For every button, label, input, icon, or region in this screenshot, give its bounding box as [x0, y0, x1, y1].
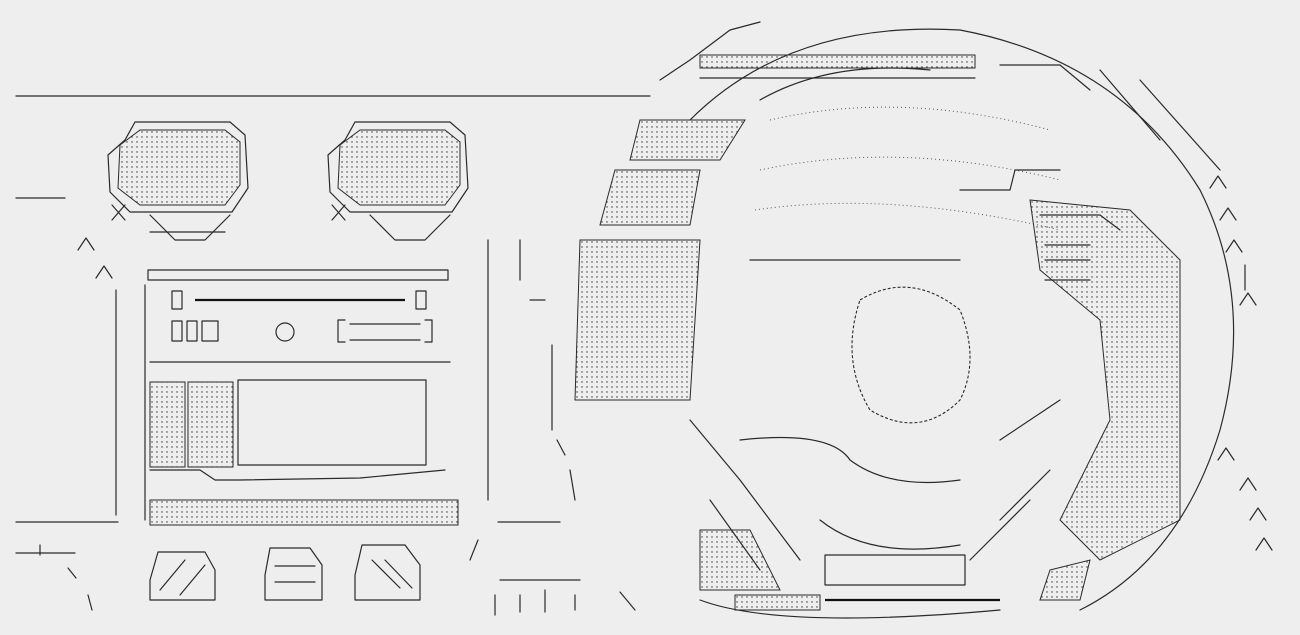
- wheel-hub: [851, 286, 971, 424]
- left-caret-marks: [77, 237, 113, 279]
- slider-right-box: [415, 290, 427, 310]
- right-lamp-head: [327, 121, 469, 241]
- slider-left-box: [171, 290, 183, 310]
- striped-band: [574, 21, 976, 401]
- box-base-dots: [149, 499, 459, 526]
- button-square-2: [186, 320, 198, 342]
- middle-stand: [469, 239, 636, 616]
- button-square-1: [171, 320, 183, 342]
- grille-middle: [187, 381, 234, 468]
- bottom-knob-2: [264, 547, 323, 601]
- right-caret-marks: [1209, 175, 1273, 551]
- box-base-curve: [149, 469, 446, 481]
- wheel-bottom-plate: [824, 554, 966, 586]
- floor-marks: [15, 544, 93, 611]
- left-lamp-head: [107, 121, 249, 241]
- button-square-3: [201, 320, 219, 342]
- bottom-knob-3: [354, 544, 421, 601]
- grille-left: [149, 381, 186, 468]
- bottom-knob-1: [149, 551, 216, 601]
- control-box: [115, 239, 489, 526]
- round-knob: [275, 322, 295, 342]
- wheel: [689, 28, 1235, 619]
- bracket-display: [337, 319, 433, 343]
- screen-panel: [237, 379, 427, 466]
